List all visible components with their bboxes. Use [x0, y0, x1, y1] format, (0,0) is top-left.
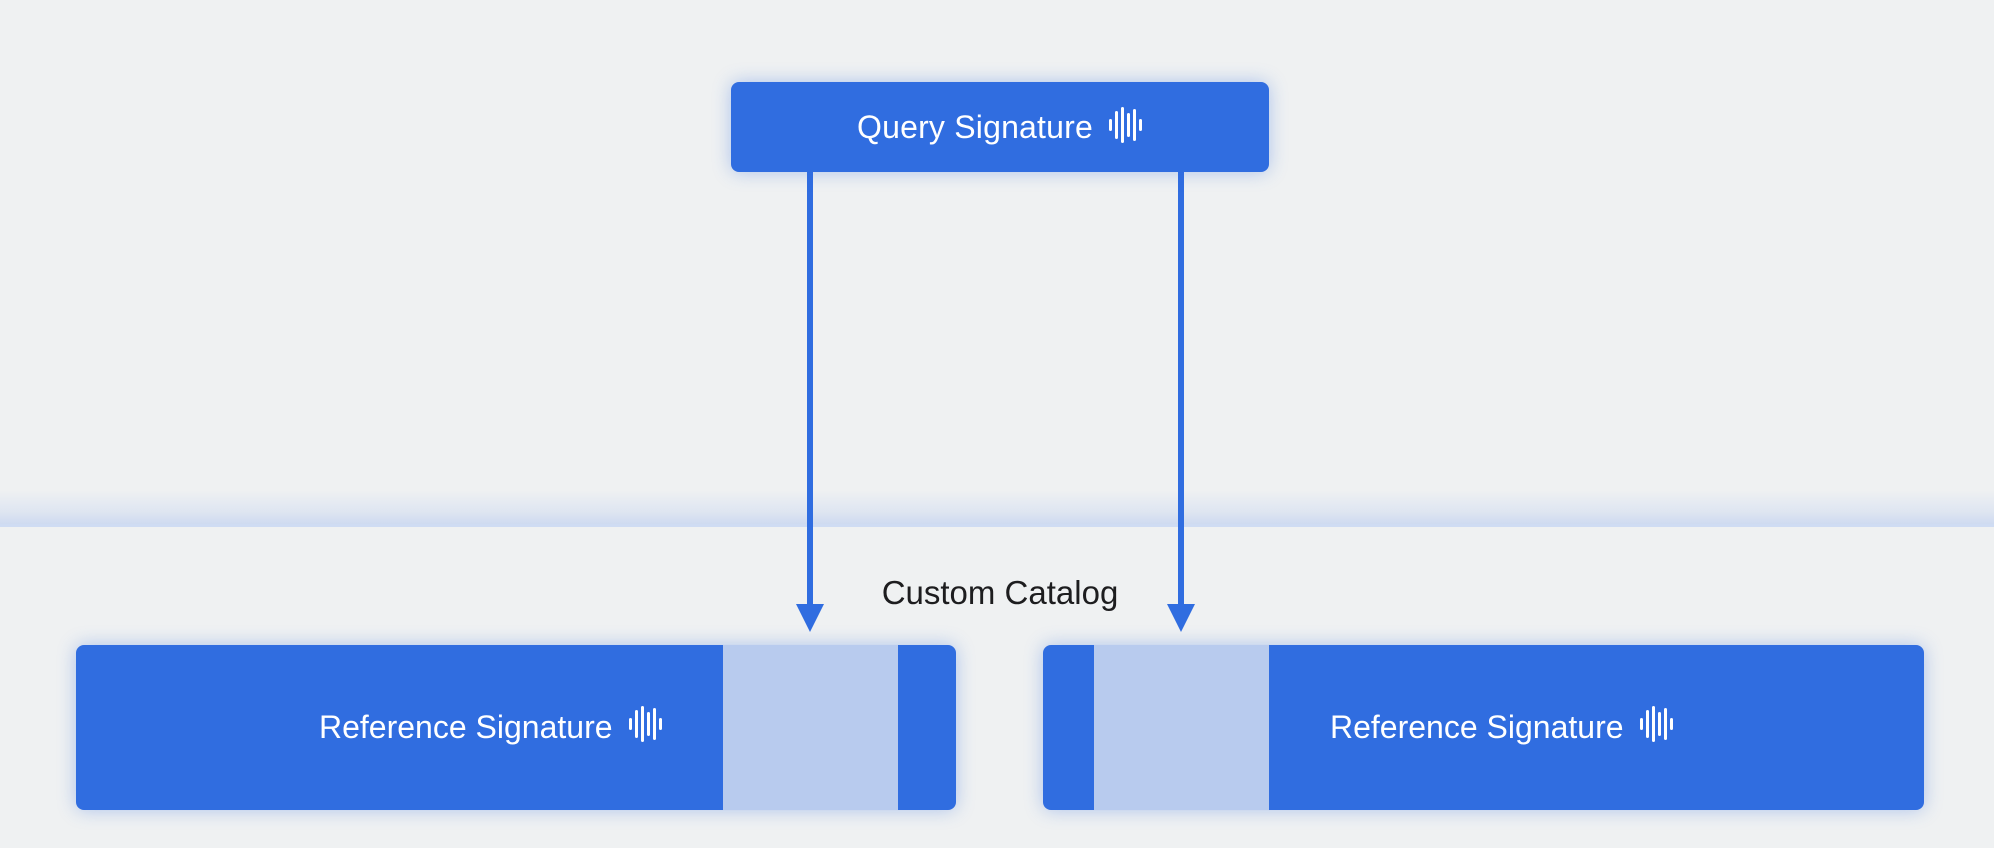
query-signature-box[interactable]: Query Signature	[731, 82, 1269, 172]
reference-signature-label: Reference Signature	[1330, 709, 1624, 745]
catalog-divider-glow	[0, 490, 1994, 526]
match-highlight	[1094, 645, 1269, 810]
catalog-title: Custom Catalog	[881, 574, 1119, 611]
waveform-icon	[628, 705, 663, 750]
catalog-divider	[0, 524, 1994, 527]
reference-signature-label: Reference Signature	[319, 709, 613, 745]
arrow-to-left-reference	[796, 172, 824, 632]
reference-signature-box-left[interactable]: Reference Signature	[76, 645, 956, 810]
reference-signature-row: Reference Signature	[1330, 705, 1674, 750]
waveform-icon	[1109, 106, 1143, 148]
reference-signature-row: Reference Signature	[319, 705, 663, 750]
waveform-icon	[1639, 705, 1674, 750]
query-signature-label: Query Signature	[856, 108, 1093, 145]
match-highlight	[723, 645, 898, 810]
arrow-to-right-reference	[1167, 172, 1195, 632]
reference-signature-box-right[interactable]: Reference Signature	[1043, 645, 1924, 810]
